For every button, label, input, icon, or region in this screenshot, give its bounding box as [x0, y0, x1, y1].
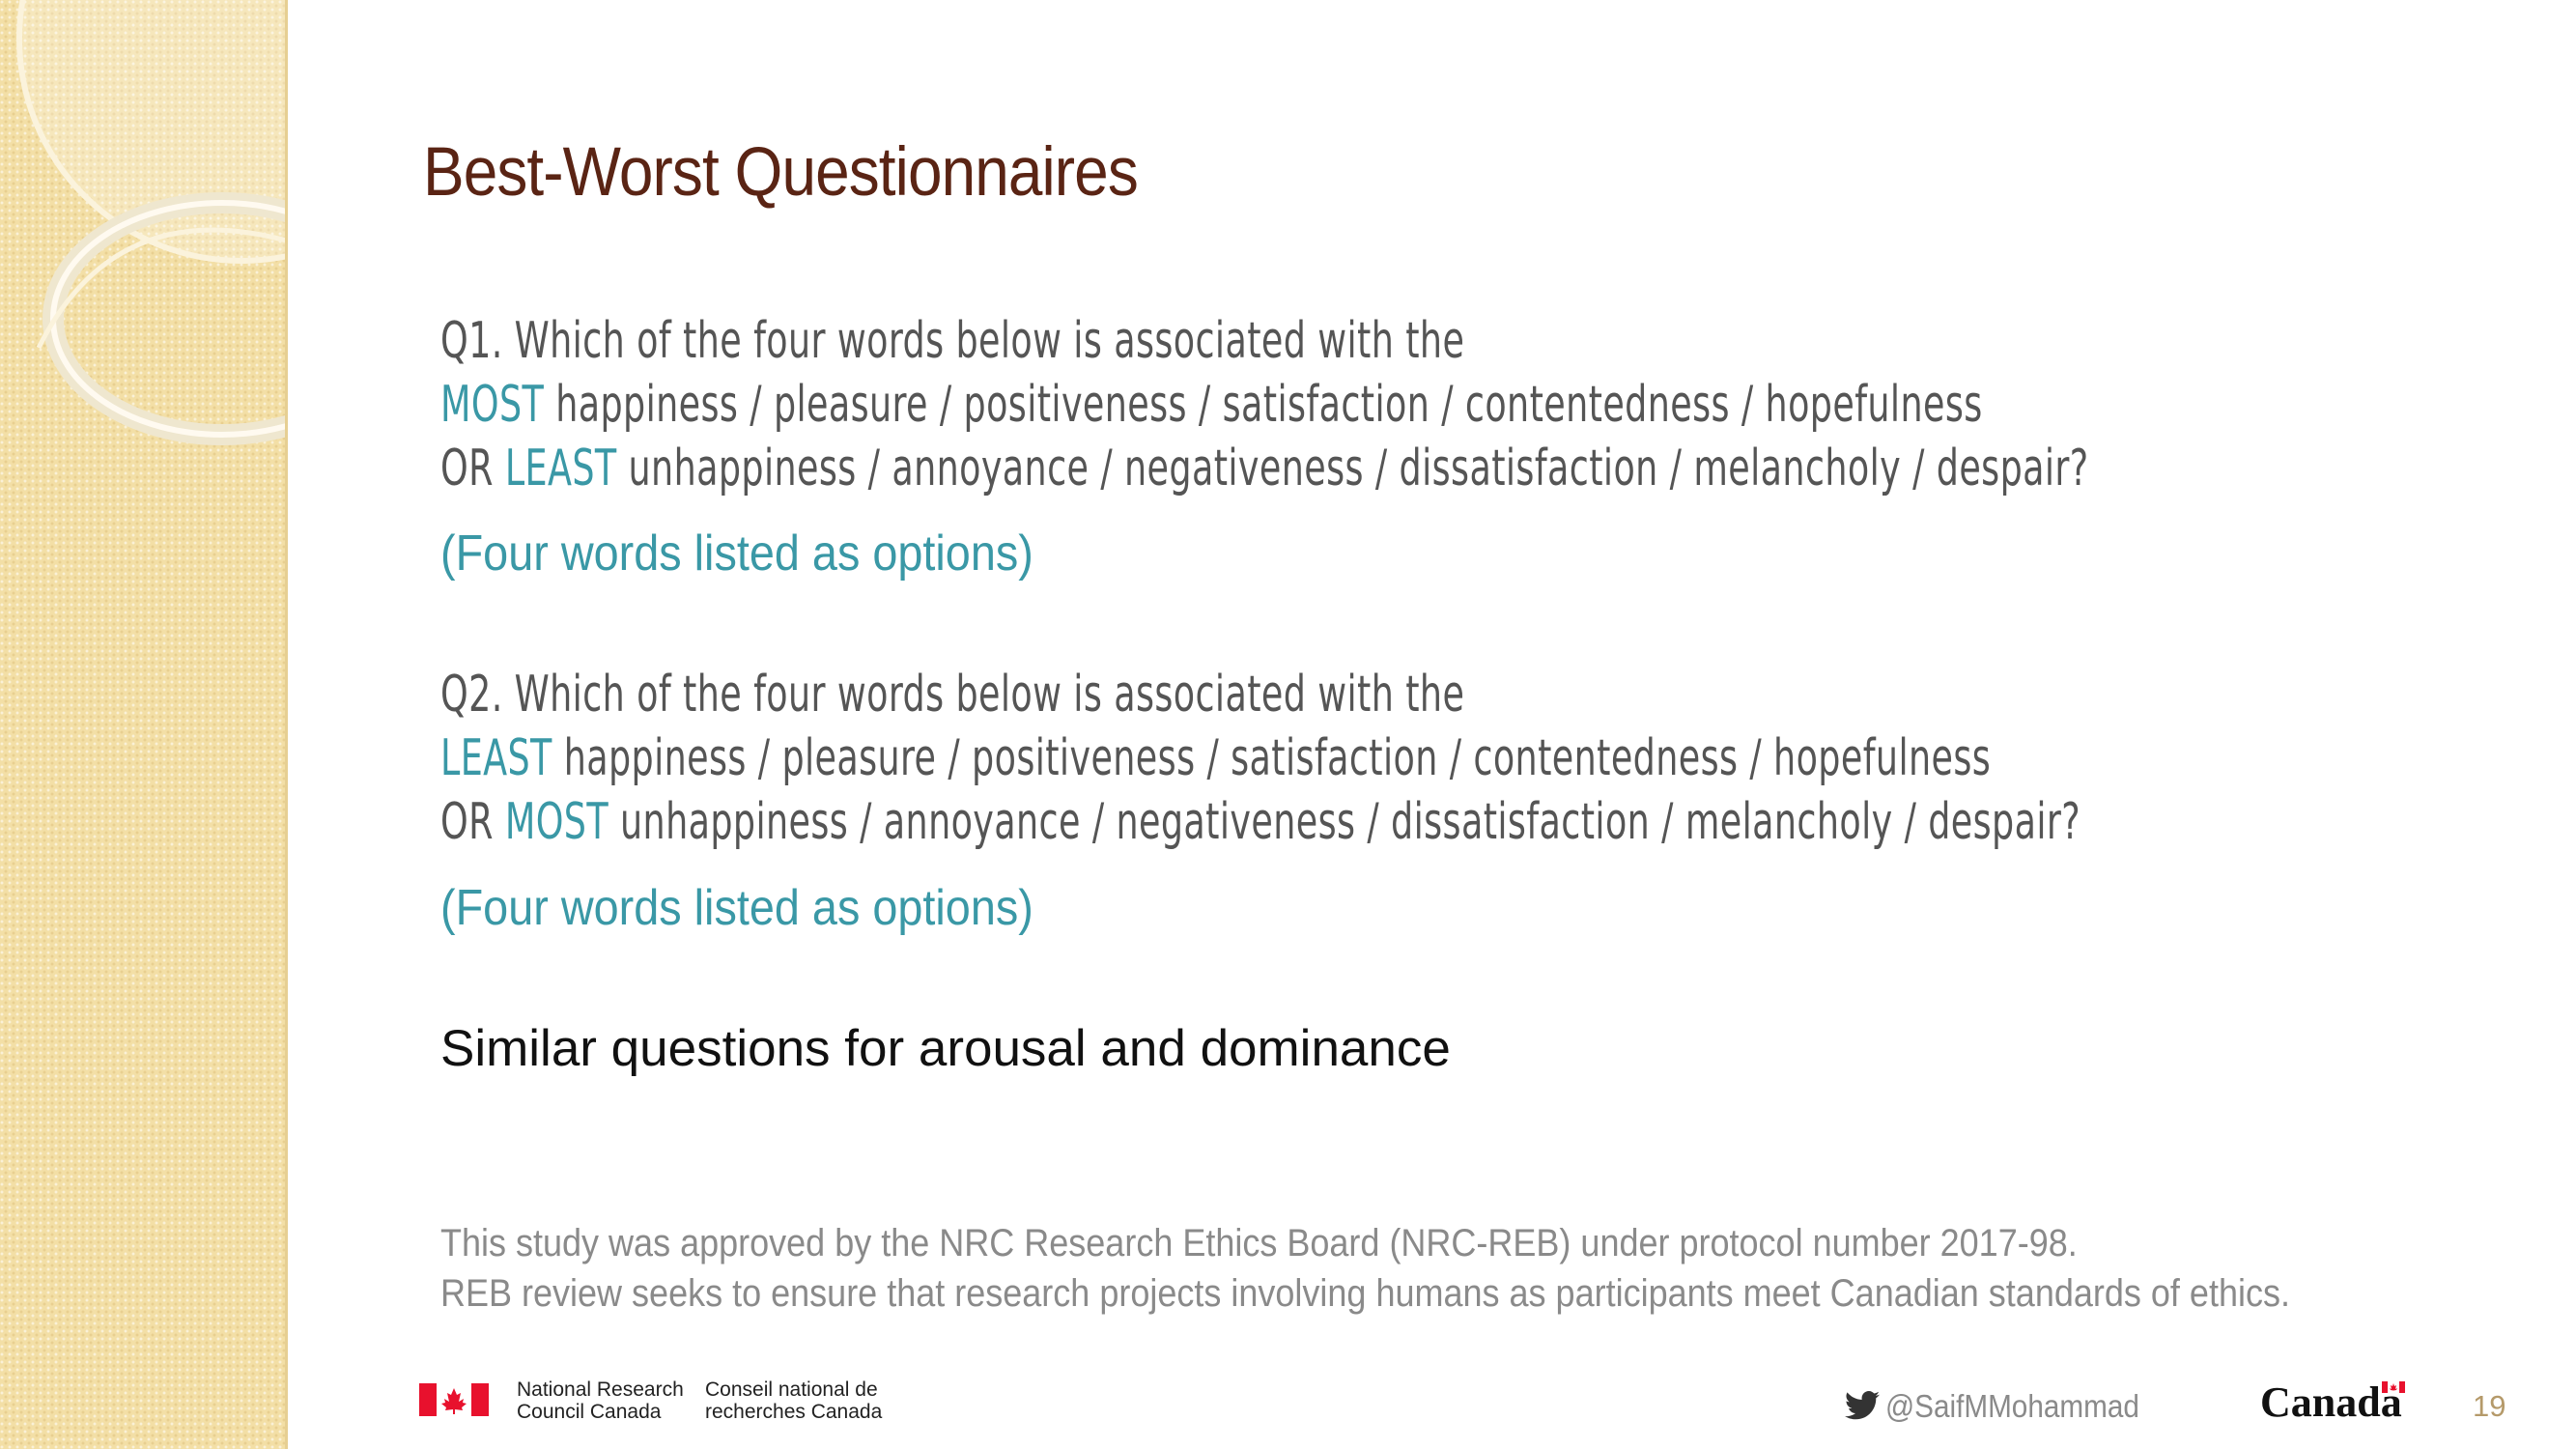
q2-most-keyword: MOST — [504, 793, 609, 851]
sidebar-edge — [285, 0, 288, 1449]
canada-wordmark-flag-icon — [2382, 1381, 2405, 1393]
q1-line1: Q1. Which of the four words below is ass… — [440, 312, 1465, 370]
nrc-name-english: National Research Council Canada — [517, 1378, 684, 1423]
slide-title: Best-Worst Questionnaires — [423, 134, 1139, 211]
nrc-name-french: Conseil national de recherches Canada — [705, 1378, 883, 1423]
q1-most-keyword: MOST — [440, 376, 545, 434]
decorative-sidebar — [0, 0, 285, 1449]
twitter-handle: @SaifMMohammad — [1885, 1388, 2139, 1424]
q1-line3: OR LEAST unhappiness / annoyance / negat… — [440, 440, 2089, 497]
q1-least-keyword: LEAST — [504, 440, 617, 497]
canada-flag-icon — [419, 1383, 489, 1416]
twitter-bird-icon — [1845, 1391, 1880, 1420]
q2-line2: LEAST happiness / pleasure / positivenes… — [440, 729, 1991, 787]
q2-options-note: (Four words listed as options) — [440, 880, 1033, 936]
q2-least-keyword: LEAST — [440, 729, 552, 787]
ethics-line1: This study was approved by the NRC Resea… — [440, 1222, 2078, 1264]
q2-negative-words: unhappiness / annoyance / negativeness /… — [609, 793, 2081, 851]
q1-positive-words: happiness / pleasure / positiveness / sa… — [544, 376, 1983, 434]
q1-line2: MOST happiness / pleasure / positiveness… — [440, 376, 1983, 434]
q2-line3: OR MOST unhappiness / annoyance / negati… — [440, 793, 2081, 851]
q1-options-note: (Four words listed as options) — [440, 526, 1033, 582]
q2-line1: Q2. Which of the four words below is ass… — [440, 666, 1465, 724]
page-number: 19 — [2473, 1389, 2506, 1423]
canada-wordmark: Canada — [2260, 1378, 2402, 1426]
q2-or: OR — [440, 793, 505, 851]
sidebar-rings-decoration — [16, 0, 285, 445]
q2-positive-words: happiness / pleasure / positiveness / sa… — [552, 729, 1992, 787]
similar-questions-note: Similar questions for arousal and domina… — [440, 1020, 1451, 1077]
q1-or: OR — [440, 440, 505, 497]
ethics-line2: REB review seeks to ensure that research… — [440, 1272, 2290, 1315]
q1-negative-words: unhappiness / annoyance / negativeness /… — [616, 440, 2089, 497]
